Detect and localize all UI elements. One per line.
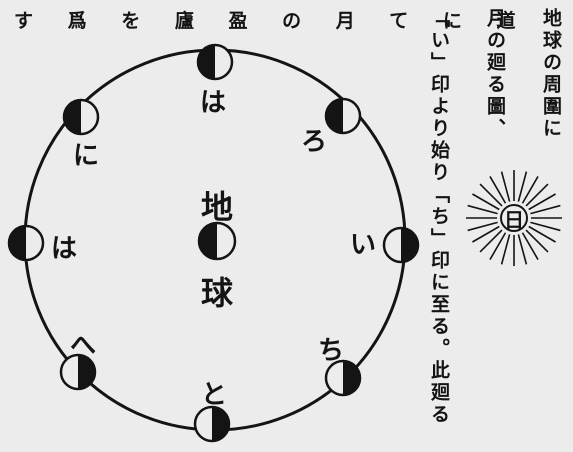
label-he: へ — [70, 331, 97, 361]
moon-i — [382, 226, 420, 264]
caption-line-3: 「い」印より始り「ち」印に至る。此廻る — [428, 8, 450, 426]
moon-ro — [324, 97, 362, 135]
label-ha-top: は — [200, 88, 227, 118]
label-ni: に — [73, 141, 100, 171]
label-to: と — [201, 380, 228, 410]
moon-ha-left — [7, 224, 45, 262]
label-ha-left: は — [51, 234, 78, 264]
label-i: い — [350, 230, 377, 260]
label-chi: ち — [318, 336, 345, 366]
moon-he — [59, 353, 97, 391]
sun-label: 日 — [504, 208, 524, 232]
moon-chi — [324, 359, 362, 397]
sun-icon — [466, 170, 562, 266]
center-label-top: 地 — [201, 188, 234, 226]
label-ro: ろ — [301, 127, 328, 157]
center-label-bottom: 球 — [201, 274, 234, 312]
moon-ni — [62, 98, 100, 136]
caption-line-1: 地球の周圍に — [540, 8, 562, 140]
moon-ha-top — [196, 43, 234, 81]
caption-line-2: 月の廻る圖、 — [484, 8, 506, 140]
moon-to — [193, 405, 231, 443]
earth-symbol — [197, 221, 237, 261]
diagram-title: す 爲 を 廬 盈 の 月 て に 道 — [14, 10, 530, 32]
